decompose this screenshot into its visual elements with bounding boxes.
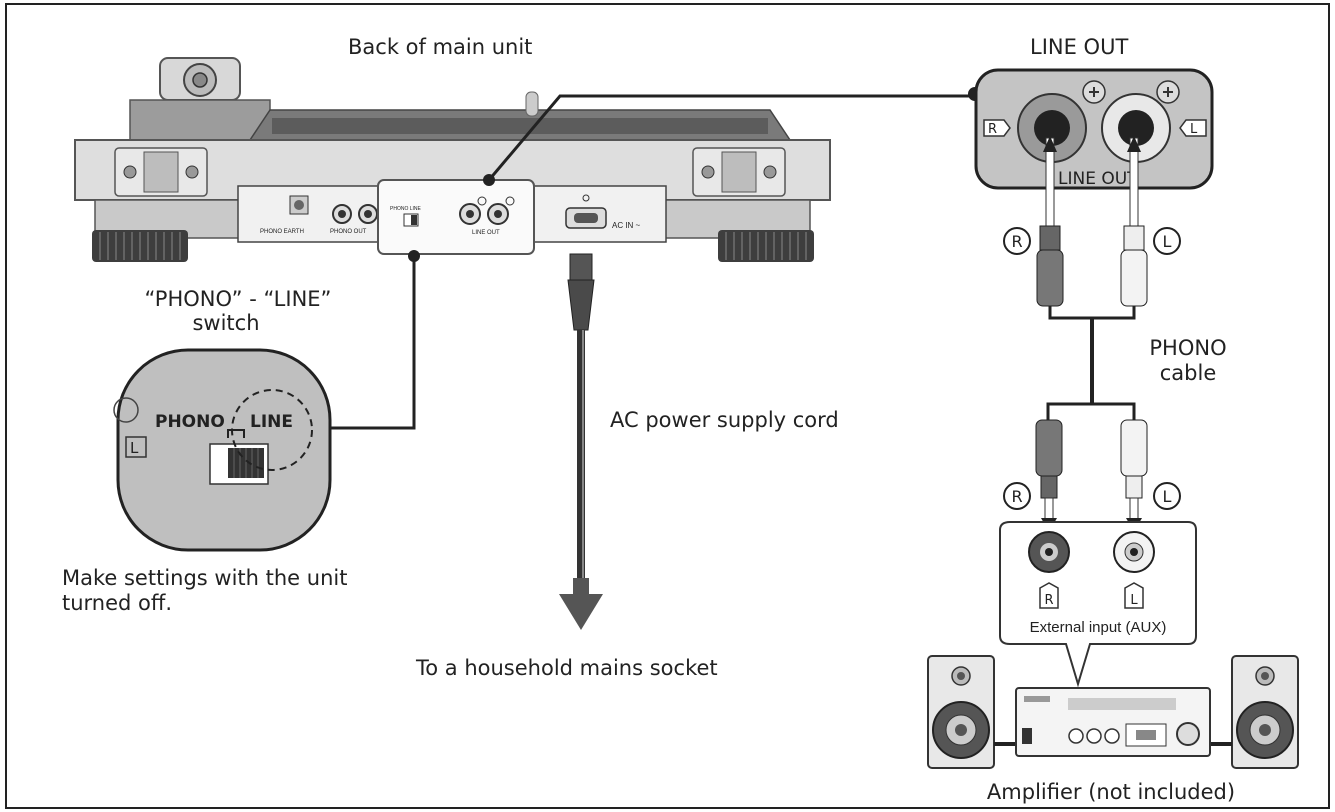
switch-zoom-callout <box>113 348 332 552</box>
line-out-cable <box>487 94 975 181</box>
aux-l-label: L <box>1130 593 1138 608</box>
line-out-dot <box>483 174 495 186</box>
phono-cable-label-1: PHONO <box>1149 336 1226 360</box>
ac-cord <box>567 253 595 582</box>
switch-dot <box>408 250 420 262</box>
plug-l-top-label: L <box>1163 232 1172 251</box>
mains-socket-label: To a household mains socket <box>415 656 718 680</box>
zoom-line-label: LINE <box>250 412 293 432</box>
plug-l-bottom-label: L <box>1163 487 1172 506</box>
label-phono-out: PHONO OUT <box>330 229 367 235</box>
label-small-switch: PHONO LINE <box>390 206 422 212</box>
switch-word-label: switch <box>192 311 259 335</box>
settings-line-1: Make settings with the unit <box>62 566 347 590</box>
line-out-title: LINE OUT <box>1030 35 1128 59</box>
aux-r-label: R <box>1044 593 1053 608</box>
plug-r-bottom-label: R <box>1011 487 1022 506</box>
jack-r-label: R <box>988 122 997 137</box>
label-phono-earth: PHONO EARTH <box>260 229 304 235</box>
back-of-main-unit-label: Back of main unit <box>348 35 532 59</box>
aux-panel <box>999 521 1197 688</box>
label-ac-in: AC IN ~ <box>612 221 641 230</box>
phono-cable-label-2: cable <box>1160 361 1217 385</box>
ac-cord-label: AC power supply cord <box>610 408 839 432</box>
phono-cable <box>1035 136 1148 532</box>
settings-line-2: turned off. <box>62 591 172 615</box>
mains-arrow-stem <box>573 578 589 596</box>
amplifier-label: Amplifier (not included) <box>987 780 1235 804</box>
zoom-phono-label: PHONO <box>155 412 225 432</box>
label-small-line-out: LINE OUT <box>472 230 500 236</box>
amplifier-system <box>927 655 1299 769</box>
jack-l-label: L <box>1190 122 1198 137</box>
diagram-frame <box>5 3 1330 809</box>
switch-quote-label: “PHONO” - “LINE” <box>145 287 332 311</box>
line-out-panel <box>974 68 1214 190</box>
plug-r-top-label: R <box>1011 232 1022 251</box>
external-input-label: External input (AUX) <box>1030 619 1167 636</box>
plug-badges <box>1003 227 1181 510</box>
turntable-illustration <box>74 57 831 262</box>
zoom-l-label: L <box>130 439 139 457</box>
switch-leader-line <box>330 256 416 430</box>
mains-arrow <box>559 594 603 630</box>
line-out-panel-label: LINE OUT <box>1058 169 1138 189</box>
